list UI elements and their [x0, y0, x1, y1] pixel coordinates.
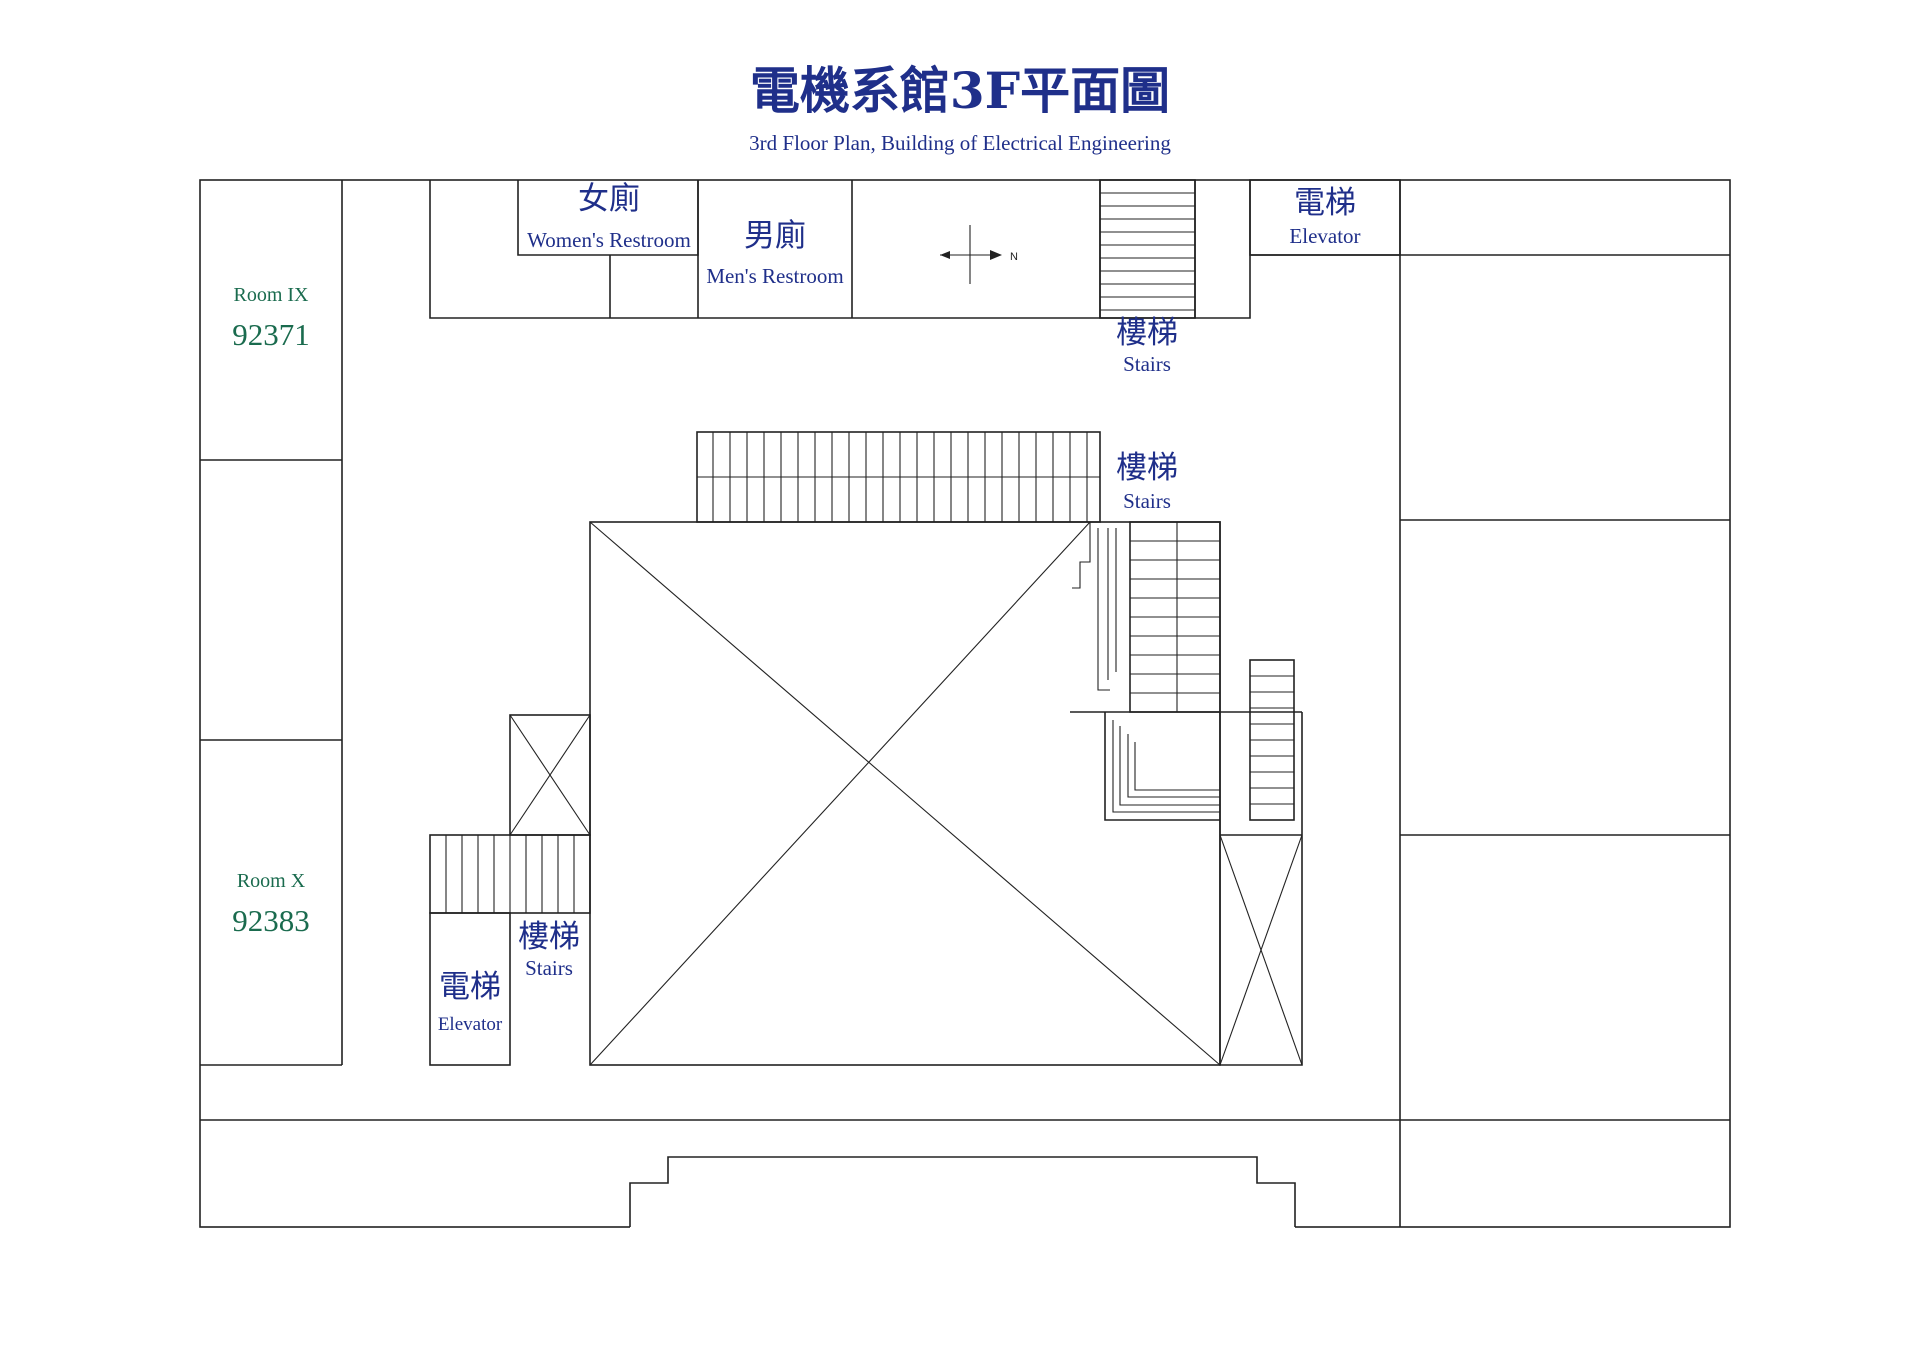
central-stairs-zh: 樓梯: [1116, 450, 1178, 486]
central-stairs-en: Stairs: [1123, 489, 1171, 513]
mens-restroom-en: Men's Restroom: [706, 264, 843, 288]
south-entrance-outline: [629, 1156, 1296, 1229]
central-stairs[interactable]: 樓梯 Stairs: [696, 431, 1178, 523]
north-arrow-icon: N: [940, 225, 1018, 284]
womens-restroom[interactable]: 女廁 Women's Restroom: [527, 181, 691, 252]
page-subtitle: 3rd Floor Plan, Building of Electrical E…: [749, 131, 1171, 155]
room-x-number: 92383: [232, 903, 310, 938]
southwest-elevator-en: Elevator: [438, 1014, 503, 1035]
central-atrium: [589, 521, 1221, 1066]
womens-restroom-en: Women's Restroom: [527, 228, 691, 252]
north-label: N: [1010, 251, 1018, 263]
north-stair-treads: [1100, 192, 1195, 311]
southwest-stairs-en: Stairs: [525, 956, 573, 980]
north-stairs-zh: 樓梯: [1116, 315, 1178, 351]
east-stairwell: [1070, 521, 1303, 1066]
room-x-name: Room X: [237, 870, 306, 892]
east-wing-rooms: [1400, 254, 1730, 836]
north-stairs-en: Stairs: [1123, 352, 1171, 376]
womens-restroom-zh: 女廁: [578, 181, 640, 217]
southwest-elevator-zh: 電梯: [439, 969, 501, 1005]
southwest-stairs[interactable]: 樓梯 Stairs: [429, 834, 591, 980]
north-elevator-en: Elevator: [1289, 224, 1360, 248]
southwest-stair-treads: [445, 835, 575, 913]
west-wing-rooms: [200, 180, 343, 1066]
southwest-elevator[interactable]: 電梯 Elevator: [429, 912, 511, 1066]
mens-restroom-zh: 男廁: [744, 218, 806, 254]
north-elevator[interactable]: 電梯 Elevator: [1249, 179, 1401, 256]
room-ix-number: 92371: [232, 317, 310, 352]
southwest-shaft: [509, 714, 591, 836]
north-elevator-zh: 電梯: [1294, 185, 1356, 221]
mens-restroom[interactable]: 男廁 Men's Restroom: [706, 218, 843, 288]
page-title: 電機系館3F平面圖: [750, 61, 1170, 120]
room-x[interactable]: Room X 92383: [232, 870, 310, 938]
north-stairs[interactable]: 樓梯 Stairs: [1099, 179, 1196, 376]
room-ix[interactable]: Room IX 92371: [232, 284, 310, 352]
building-outline: [199, 179, 1731, 1228]
east-shaft: [1219, 834, 1303, 1066]
central-stair-treads: [712, 432, 1088, 522]
southwest-stairs-zh: 樓梯: [518, 919, 580, 955]
room-ix-name: Room IX: [234, 284, 310, 306]
